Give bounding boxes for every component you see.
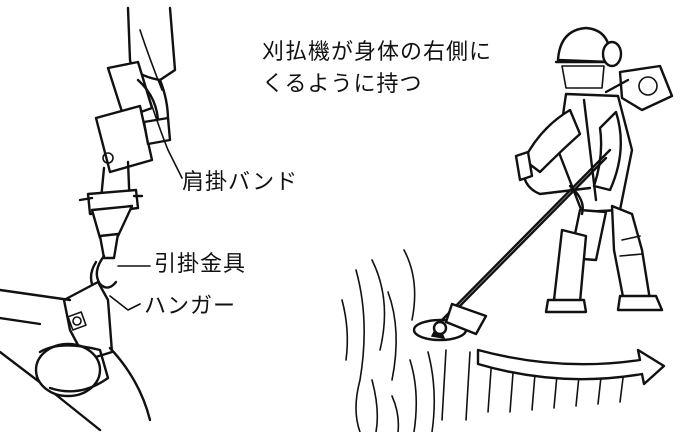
operator-illustration bbox=[341, 26, 674, 433]
grass-strokes bbox=[341, 249, 625, 433]
instruction-text-line1: 刈払機が身体の右側に bbox=[262, 40, 493, 65]
operator-legs bbox=[544, 204, 664, 314]
shoulder-band-label: 肩掛バンド bbox=[182, 170, 299, 195]
lower-strap bbox=[78, 160, 144, 240]
operator-helmet bbox=[554, 26, 623, 89]
engine-backpack bbox=[604, 64, 674, 112]
cutter-head bbox=[412, 302, 488, 342]
cutter-shaft bbox=[438, 148, 612, 324]
strap-buckle bbox=[94, 60, 172, 174]
hanger-label: ハンガー bbox=[144, 294, 237, 319]
brush-cutter-shaft bbox=[0, 288, 152, 432]
hook-fitting-label: 引掛金具 bbox=[154, 252, 247, 277]
handlebar bbox=[514, 150, 592, 216]
leader-lines bbox=[109, 99, 183, 311]
hanger bbox=[62, 280, 114, 362]
swing-direction-arrow bbox=[476, 348, 666, 386]
instruction-text-line2: くるように持つ bbox=[262, 72, 423, 97]
harness-illustration bbox=[0, 6, 183, 432]
